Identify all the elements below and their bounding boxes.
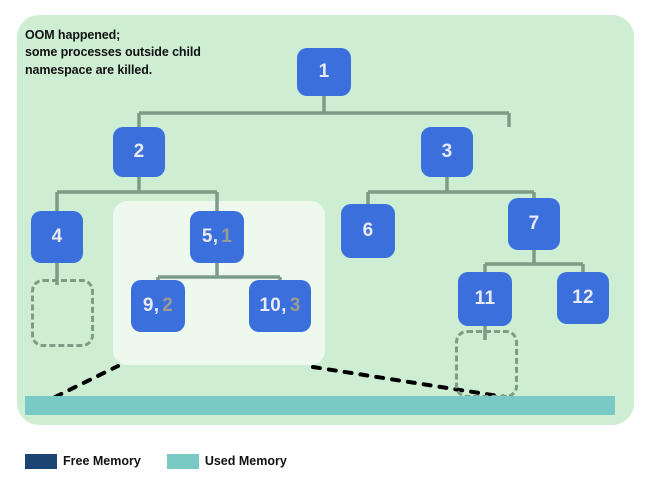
process-node-4[interactable]: 4 <box>31 211 83 263</box>
process-node-namespace-pid: 1 <box>221 226 233 247</box>
memory-usage-bar <box>25 396 615 415</box>
process-node-pid: 9, <box>142 295 160 316</box>
killed-process-placeholder-g11 <box>455 330 518 398</box>
oom-caption: OOM happened; some processes outside chi… <box>25 28 201 77</box>
legend-swatch-icon <box>166 453 199 469</box>
process-node-9-2[interactable]: 9,2 <box>131 280 185 332</box>
process-node-11[interactable]: 11 <box>458 272 512 326</box>
process-node-pid: 1 <box>318 61 330 82</box>
process-node-pid: 4 <box>51 226 63 247</box>
legend-label: Used Memory <box>204 454 287 468</box>
legend-label: Free Memory <box>63 454 141 468</box>
process-node-pid: 11 <box>474 288 496 309</box>
process-node-pid: 2 <box>133 141 145 162</box>
process-node-namespace-pid: 3 <box>289 295 301 316</box>
process-node-namespace-pid: 2 <box>162 295 174 316</box>
process-node-pid: 12 <box>572 287 594 308</box>
legend-swatch-icon <box>25 453 57 469</box>
process-node-pid: 7 <box>528 213 540 234</box>
killed-process-placeholder-g4 <box>31 279 94 347</box>
process-node-6[interactable]: 6 <box>341 204 395 258</box>
legend: Free Memory Used Memory <box>25 452 287 470</box>
process-node-5-1[interactable]: 5,1 <box>190 211 244 263</box>
legend-item-used-memory: Used Memory <box>166 453 287 469</box>
process-node-7[interactable]: 7 <box>508 198 560 250</box>
process-node-pid: 5, <box>201 226 219 247</box>
process-node-pid: 6 <box>362 220 374 241</box>
legend-item-free-memory: Free Memory <box>25 453 141 469</box>
process-node-1[interactable]: 1 <box>297 48 351 96</box>
process-node-12[interactable]: 12 <box>557 272 609 324</box>
process-node-2[interactable]: 2 <box>113 127 165 177</box>
process-node-3[interactable]: 3 <box>421 127 473 177</box>
process-node-10-3[interactable]: 10,3 <box>249 280 311 332</box>
process-node-pid: 10, <box>259 295 287 316</box>
process-node-pid: 3 <box>441 141 453 162</box>
